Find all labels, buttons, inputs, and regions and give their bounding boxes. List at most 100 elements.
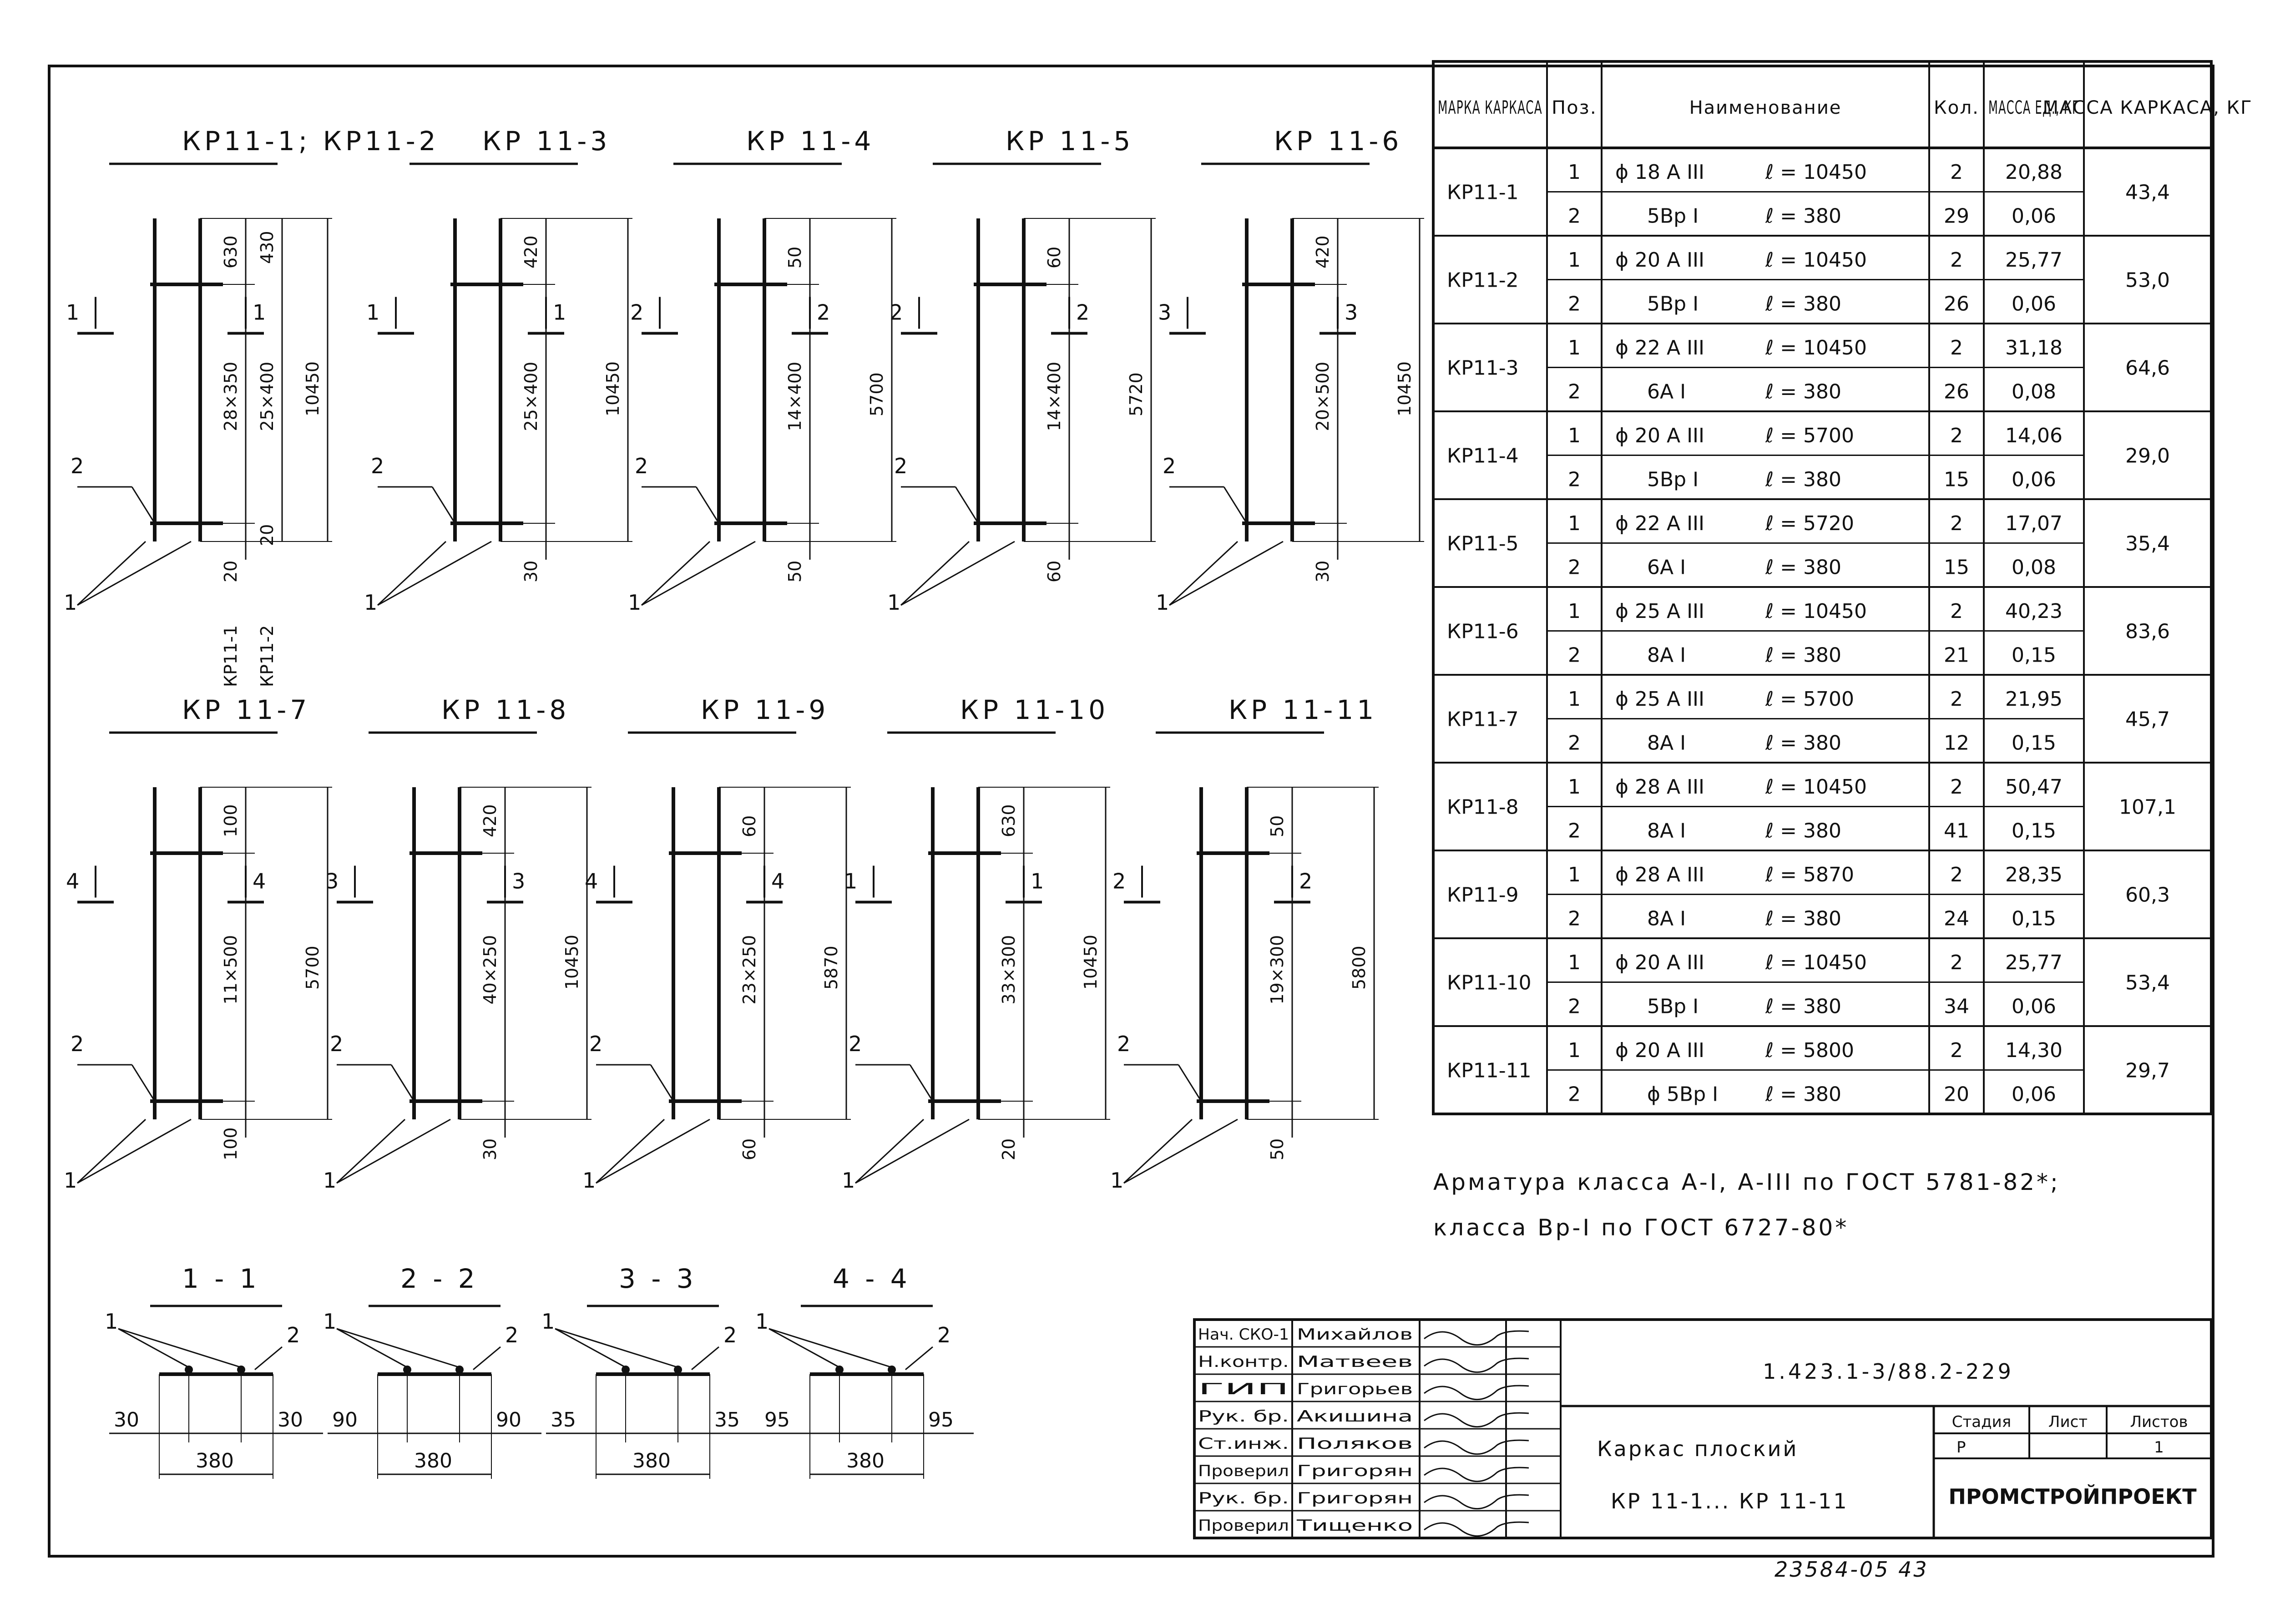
rod-dot	[403, 1366, 411, 1374]
tb-name: Григорян	[1297, 1489, 1413, 1508]
tb-name: Тищенко	[1296, 1517, 1413, 1535]
cell-length: ℓ = 10450	[1765, 161, 1867, 184]
cell-mark: КР11-11	[1447, 1059, 1532, 1083]
table-header: Поз.	[1552, 97, 1597, 118]
frames-row-1: КР11-1; КР11-228×350630201045043025×4002…	[64, 126, 1424, 687]
cell-qty: 15	[1944, 468, 1969, 491]
cell-mass: 0,15	[2012, 644, 2056, 667]
tb-name: Григорян	[1297, 1462, 1413, 1480]
cell-qty: 21	[1944, 644, 1969, 667]
frame-title: КР 11-11	[1228, 694, 1377, 725]
leader-2b	[650, 1064, 674, 1102]
cell-length: ℓ = 380	[1765, 732, 1841, 755]
cell-pos: 1	[1568, 1039, 1581, 1062]
cell-name: 5Вр I	[1647, 468, 1699, 491]
cell-length: ℓ = 380	[1765, 556, 1841, 579]
cell-pos: 1	[1568, 336, 1581, 359]
cell-mass: 25,77	[2005, 248, 2063, 272]
dim-top: 630	[221, 235, 241, 268]
cell-qty: 2	[1950, 775, 1963, 799]
leader-2b	[695, 486, 720, 524]
frame-title: КР 11-7	[182, 694, 310, 725]
cell-length: ℓ = 380	[1765, 907, 1841, 931]
dim-top: 50	[785, 247, 805, 268]
leader-1b	[1123, 1118, 1238, 1184]
cell-mark: КР11-5	[1447, 532, 1519, 556]
dim-width: 380	[846, 1449, 885, 1472]
dim-spacing: 23×250	[739, 935, 759, 1005]
leader-1a	[900, 541, 970, 606]
cell-pos: 2	[1568, 995, 1581, 1018]
dim-spacing: 19×300	[1267, 935, 1287, 1005]
cell-mass: 28,35	[2005, 863, 2063, 886]
cell-name: 5Вр I	[1647, 293, 1699, 316]
cell-name: ϕ 25 А III	[1615, 600, 1704, 623]
cell-qty: 2	[1950, 161, 1963, 184]
pos-label-1: 1	[1110, 1168, 1123, 1193]
cell-pos: 1	[1568, 951, 1581, 974]
tb-name: Матвеев	[1297, 1353, 1413, 1371]
cell-length: ℓ = 5700	[1765, 424, 1854, 447]
cell-pos: 2	[1568, 644, 1581, 667]
leader-1b	[77, 541, 192, 606]
cell-mass: 40,23	[2005, 600, 2063, 623]
dim-spacing: 20×500	[1313, 362, 1333, 431]
table-header: Кол.	[1934, 97, 1979, 118]
leader	[336, 1328, 408, 1368]
section-pos-1: 1	[105, 1309, 118, 1334]
tb-role: Проверил	[1198, 1462, 1289, 1480]
drawing-name-1: Каркас плоский	[1597, 1437, 1798, 1461]
dim-bottom: 20	[999, 1138, 1019, 1160]
cell-length: ℓ = 5720	[1765, 512, 1854, 535]
dim-top: 100	[221, 804, 241, 837]
cell-length: ℓ = 380	[1765, 995, 1841, 1018]
stage-header: Стадия	[1952, 1413, 2011, 1431]
section-label-left: 2	[1112, 869, 1126, 894]
cell-qty: 2	[1950, 951, 1963, 974]
tb-role: ГИП	[1198, 1380, 1289, 1398]
cell-qty: 12	[1944, 732, 1969, 755]
cell-name: ϕ 22 А III	[1615, 336, 1704, 359]
leader-2b	[431, 486, 456, 524]
section-label-left: 2	[630, 300, 643, 325]
cell-pos: 2	[1568, 732, 1581, 755]
cell-name: ϕ 25 А III	[1615, 688, 1704, 711]
pos-label-2: 2	[635, 454, 648, 478]
cell-mass: 14,30	[2005, 1039, 2063, 1062]
cell-qty: 2	[1950, 863, 1963, 886]
pos-label-2: 2	[71, 454, 84, 478]
dim-total: 10450	[1395, 361, 1415, 416]
section-label-left: 1	[66, 300, 79, 325]
cell-pos: 2	[1568, 380, 1581, 404]
cell-length: ℓ = 380	[1765, 820, 1841, 843]
section-label-left: 2	[890, 300, 903, 325]
cell-name: ϕ 5Вр I	[1647, 1083, 1718, 1106]
table-header: Наименование	[1689, 97, 1842, 118]
pos-label-2: 2	[330, 1032, 343, 1056]
cell-length: ℓ = 380	[1765, 293, 1841, 316]
frame-title: КР 11-5	[1006, 126, 1134, 157]
dim-spacing-2: 25×400	[257, 362, 277, 431]
dim-spacing: 28×350	[221, 362, 241, 431]
section-label-right: 2	[1076, 300, 1089, 325]
tb-name: Григорьев	[1297, 1380, 1413, 1398]
cell-qty: 2	[1950, 688, 1963, 711]
section-pos-2: 2	[723, 1323, 737, 1347]
dim-width: 380	[632, 1449, 671, 1472]
cell-name: ϕ 20 А III	[1615, 248, 1704, 272]
section-label-right: 2	[1299, 869, 1312, 894]
dim-top: 60	[739, 815, 759, 837]
cell-total: 60,3	[2125, 884, 2170, 907]
cell-length: ℓ = 5800	[1765, 1039, 1854, 1062]
note-line-1: Арматура класса А-I, А-III по ГОСТ 5781-…	[1433, 1169, 2060, 1195]
pos-label-1: 1	[1156, 590, 1169, 615]
